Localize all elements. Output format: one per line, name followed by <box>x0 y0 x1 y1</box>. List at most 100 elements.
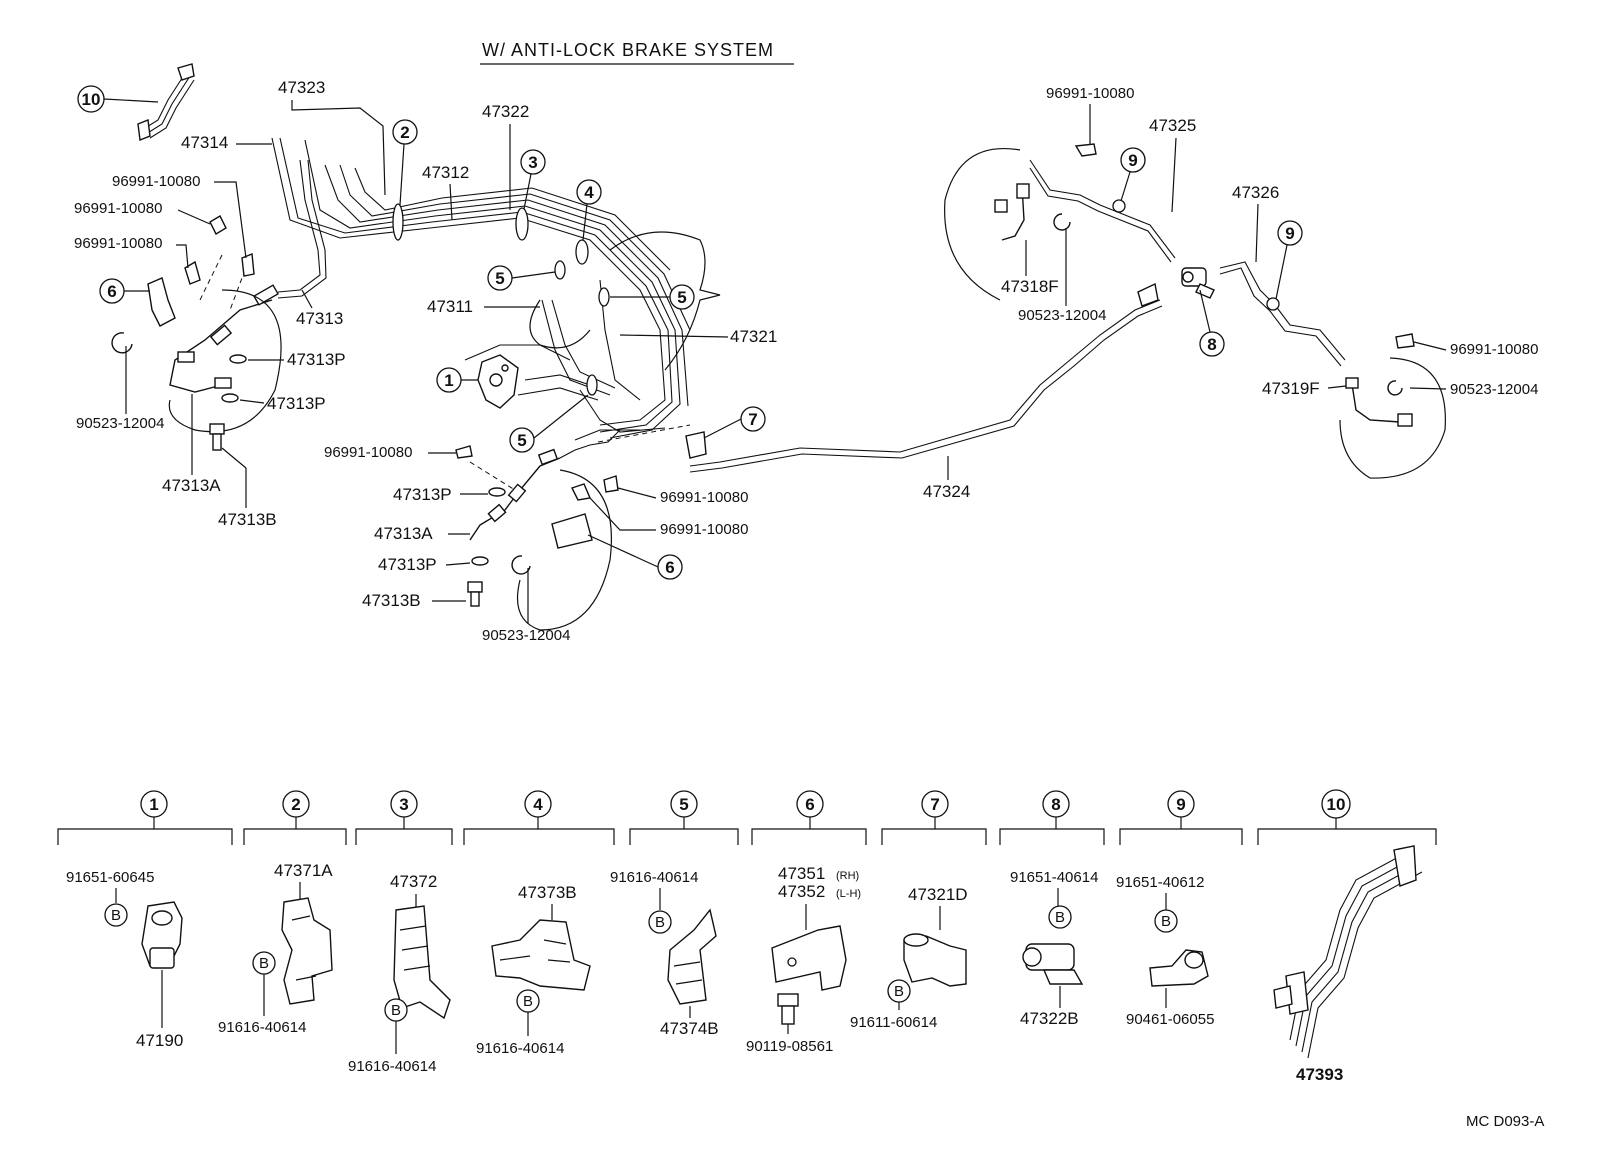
diagram-title: W/ ANTI-LOCK BRAKE SYSTEM <box>482 40 774 60</box>
legend-group-8: 8 91651-40614 B 47322B <box>1010 790 1098 1028</box>
clamp-4-mark <box>575 239 589 265</box>
label-clip-7: 96991-10080 <box>1046 85 1134 102</box>
pipe-47313 <box>277 159 321 293</box>
label-47313A-2: 47313A <box>374 524 433 543</box>
left-flex-hose <box>169 284 279 393</box>
center-pipe-b <box>574 429 640 441</box>
callout-5-c: 5 <box>509 394 589 453</box>
bracket-10-top <box>137 63 195 141</box>
ring-90523-left <box>111 332 133 354</box>
clip-96991-g <box>1074 143 1097 157</box>
center-dash-2 <box>597 424 691 443</box>
hose-47319F <box>1345 377 1413 427</box>
callout-5-a: 5 <box>487 265 556 291</box>
label-clip-3: 96991-10080 <box>74 235 162 252</box>
svg-text:90119-08561: 90119-08561 <box>746 1038 833 1055</box>
center-dashed-circle <box>516 469 612 631</box>
svg-text:91616-40614: 91616-40614 <box>610 869 698 886</box>
pipe-47324-b <box>689 305 1163 473</box>
svg-text:(RH): (RH) <box>836 870 859 882</box>
callout-9-b: 9 <box>1275 220 1303 300</box>
clamp-2-mark <box>392 203 404 241</box>
label-47323: 47323 <box>278 78 325 97</box>
svg-text:6: 6 <box>107 282 116 301</box>
svg-text:47321D: 47321D <box>908 885 968 904</box>
label-ring-3: 90523-12004 <box>1018 307 1106 324</box>
svg-text:47371A: 47371A <box>274 861 333 880</box>
label-47318F: 47318F <box>1001 277 1059 296</box>
label-47313P-2: 47313P <box>267 394 326 413</box>
label-clip-6: 96991-10080 <box>660 521 748 538</box>
svg-text:9: 9 <box>1128 151 1137 170</box>
svg-text:7: 7 <box>930 795 939 814</box>
label-47311: 47311 <box>427 297 473 316</box>
label-47325: 47325 <box>1149 116 1196 135</box>
callout-9-a: 9 <box>1120 147 1146 202</box>
legend-group-4: 4 47373B B 91616-40614 <box>476 790 591 1057</box>
label-clip-1: 96991-10080 <box>112 173 200 190</box>
svg-text:1: 1 <box>444 371 453 390</box>
svg-text:91651-40614: 91651-40614 <box>1010 869 1098 886</box>
clamp-3-mark <box>515 207 529 241</box>
center-pipe-a <box>559 429 621 459</box>
svg-text:47374B: 47374B <box>660 1019 719 1038</box>
clip-96991-d <box>455 445 473 459</box>
ring-90523-right-b <box>1387 380 1403 396</box>
callout-5-b: 5 <box>610 284 695 310</box>
svg-text:4: 4 <box>533 795 543 814</box>
svg-text:9: 9 <box>1285 224 1294 243</box>
left-dash-1 <box>199 254 223 301</box>
bracket-6-left <box>147 277 176 327</box>
svg-text:2: 2 <box>400 123 409 142</box>
label-clip-5: 96991-10080 <box>660 489 748 506</box>
valve-part-1 <box>477 354 519 409</box>
svg-text:6: 6 <box>665 558 674 577</box>
ring-90523-right-a <box>1053 213 1071 231</box>
left-dash-2 <box>229 269 246 311</box>
svg-text:91616-40614: 91616-40614 <box>218 1019 306 1036</box>
label-47313B-1: 47313B <box>218 510 277 529</box>
callout-3: 3 <box>520 149 546 210</box>
label-ring-1: 90523-12004 <box>76 415 164 432</box>
bolt-47313B-2 <box>467 581 483 607</box>
svg-text:B: B <box>894 983 904 1000</box>
legend-brackets <box>57 828 1437 845</box>
callout-4: 4 <box>576 179 602 241</box>
svg-text:91616-40614: 91616-40614 <box>348 1058 436 1075</box>
label-47322: 47322 <box>482 102 529 121</box>
svg-text:4: 4 <box>584 183 594 202</box>
label-47313B-2: 47313B <box>362 591 421 610</box>
pipe-bundle <box>271 137 691 439</box>
washer-47313P-2 <box>221 393 239 403</box>
clamp-5-mark-c <box>586 374 598 396</box>
legend-group-6: 6 47351 (RH) 47352 (L-H) 90119-08561 <box>746 790 861 1055</box>
svg-text:47373B: 47373B <box>518 883 577 902</box>
svg-text:90461-06055: 90461-06055 <box>1126 1011 1214 1028</box>
svg-text:3: 3 <box>528 153 537 172</box>
svg-text:9: 9 <box>1176 795 1185 814</box>
svg-text:(L-H): (L-H) <box>836 888 861 900</box>
svg-text:47351: 47351 <box>778 864 825 883</box>
label-47319F: 47319F <box>1262 379 1320 398</box>
svg-text:8: 8 <box>1207 335 1216 354</box>
svg-text:5: 5 <box>495 269 504 288</box>
svg-text:2: 2 <box>291 795 300 814</box>
clamp-7-part <box>685 431 707 459</box>
svg-text:B: B <box>391 1002 401 1019</box>
callout-8: 8 <box>1199 289 1225 357</box>
pipe-47313-b <box>277 159 327 299</box>
pipe-47325-b <box>1029 167 1172 263</box>
rear-left-dashed-circle <box>944 148 1021 301</box>
washer-47313P-3 <box>488 487 506 497</box>
label-clip-4: 96991-10080 <box>324 444 412 461</box>
pipe-47325 <box>1029 159 1176 259</box>
svg-text:10: 10 <box>1327 795 1346 814</box>
booster-outline <box>529 299 591 349</box>
svg-text:47352: 47352 <box>778 882 825 901</box>
svg-text:B: B <box>1055 909 1065 926</box>
hose-47318F <box>994 183 1030 241</box>
label-47313P-4: 47313P <box>378 555 437 574</box>
label-47313A-1: 47313A <box>162 476 221 495</box>
clip-96991-a <box>209 215 227 235</box>
